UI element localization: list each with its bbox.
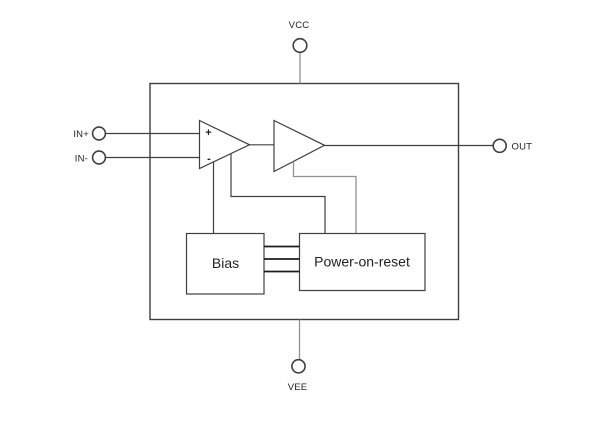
bias-block — [185, 232, 265, 295]
out-terminal — [492, 138, 508, 154]
power-on-reset-label: Power-on-reset — [314, 254, 410, 270]
buffer-to-por-wire — [292, 161, 357, 234]
comparator-triangle — [198, 119, 251, 170]
in-minus-label: IN- — [75, 154, 88, 165]
vee-label: VEE — [288, 382, 308, 393]
ic-boundary — [149, 82, 460, 321]
power-on-reset-block — [298, 232, 426, 292]
comparator-to-por-wire — [230, 154, 326, 234]
vcc-label: VCC — [289, 20, 310, 31]
bias-label: Bias — [212, 255, 239, 271]
comparator-minus-sign: - — [207, 153, 211, 165]
output-buffer-triangle — [273, 119, 326, 173]
in-plus-label: IN+ — [73, 129, 89, 140]
in-plus-terminal — [91, 126, 107, 141]
vcc-terminal — [292, 37, 308, 54]
comparator-plus-sign: + — [205, 127, 211, 139]
out-label: OUT — [512, 142, 533, 153]
vee-terminal — [291, 358, 306, 374]
in-minus-terminal — [91, 150, 107, 165]
